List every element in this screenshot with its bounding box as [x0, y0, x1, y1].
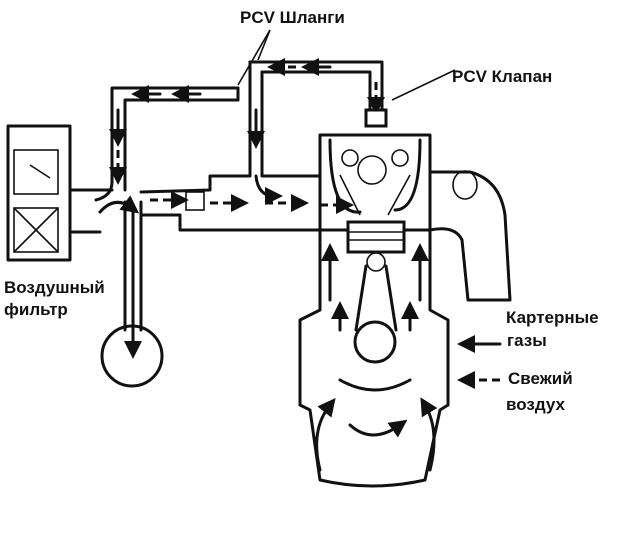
pcv-hoses-label: PCV Шланги — [240, 8, 345, 27]
crankcase-flow-arrows — [315, 196, 438, 472]
resonator — [94, 180, 164, 388]
crankcase-gases-label-line1: Картерные — [506, 308, 599, 327]
fresh-air-label-line1: Свежий — [508, 369, 573, 388]
air-filter-label-line2: фильтр — [4, 300, 68, 319]
hose-flow-arrows — [109, 58, 385, 185]
air-filter — [6, 124, 114, 262]
engine-block — [298, 220, 450, 488]
pcv-hoses-pointer-right — [257, 29, 271, 61]
fresh-air-label-line2: воздух — [506, 395, 565, 414]
pcv-valve-label: PCV Клапан — [452, 67, 553, 86]
exhaust-manifold — [428, 170, 512, 302]
air-filter-label-line1: Воздушный — [4, 278, 105, 297]
pcv-hoses-pointer-left — [237, 29, 271, 86]
engine-head — [318, 133, 432, 232]
intake-duct — [139, 158, 322, 232]
pcv-hose-left — [110, 60, 384, 184]
pcv-valve — [364, 69, 456, 128]
crankcase-gases-label-line2: газы — [507, 331, 547, 350]
